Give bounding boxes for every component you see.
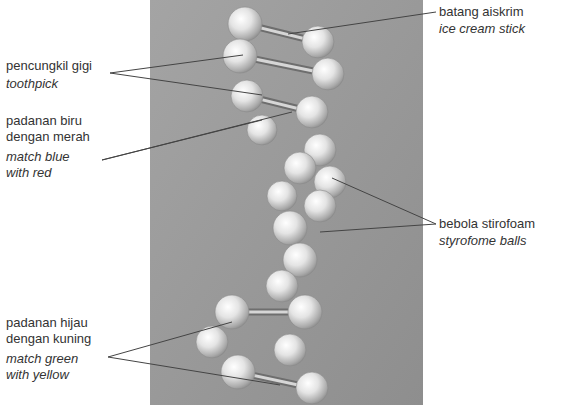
part-label: pencungkil gigi xyxy=(6,58,116,74)
leader-lines xyxy=(102,12,436,385)
part-label-english: styrofome balls xyxy=(439,233,569,249)
styrofoam-ball xyxy=(288,295,322,329)
styrofoam-ball xyxy=(231,80,263,112)
part-label-english: ice cream stick xyxy=(439,21,569,37)
styrofoam-ball xyxy=(296,372,328,404)
part-label-english: toothpick xyxy=(6,76,116,92)
part-label: padanan hijau dengan kuning xyxy=(6,315,106,347)
styrofoam-ball xyxy=(274,334,306,366)
styrofoam-ball xyxy=(215,295,249,329)
styrofoam-ball xyxy=(273,211,307,245)
part-label: bebola stirofoam xyxy=(439,216,569,232)
styrofoam-ball xyxy=(223,39,257,73)
styrofoam-ball xyxy=(284,152,316,184)
photo-background xyxy=(150,0,423,405)
styrofoam-ball xyxy=(221,355,255,389)
leader-line xyxy=(110,73,262,95)
part-label: batang aiskrim xyxy=(439,4,569,20)
leader-line xyxy=(110,55,243,73)
styrofoam-ball xyxy=(296,96,328,128)
leader-line xyxy=(332,178,436,224)
leader-line xyxy=(320,224,436,232)
styrofoam-ball xyxy=(304,190,336,222)
styrofoam-ball xyxy=(266,270,298,302)
leader-line xyxy=(108,357,280,385)
styrofoam-ball xyxy=(267,181,297,211)
leader-line xyxy=(108,322,232,357)
styrofoam-ball xyxy=(228,7,262,41)
styrofoam-ball xyxy=(312,58,344,90)
leader-line xyxy=(288,12,436,34)
styrofoam-balls xyxy=(196,7,346,404)
part-label: padanan biru dengan merah xyxy=(6,113,106,145)
leader-line xyxy=(102,112,292,160)
part-label-english: match blue with red xyxy=(6,149,91,181)
part-label-english: match green with yellow xyxy=(6,351,91,383)
